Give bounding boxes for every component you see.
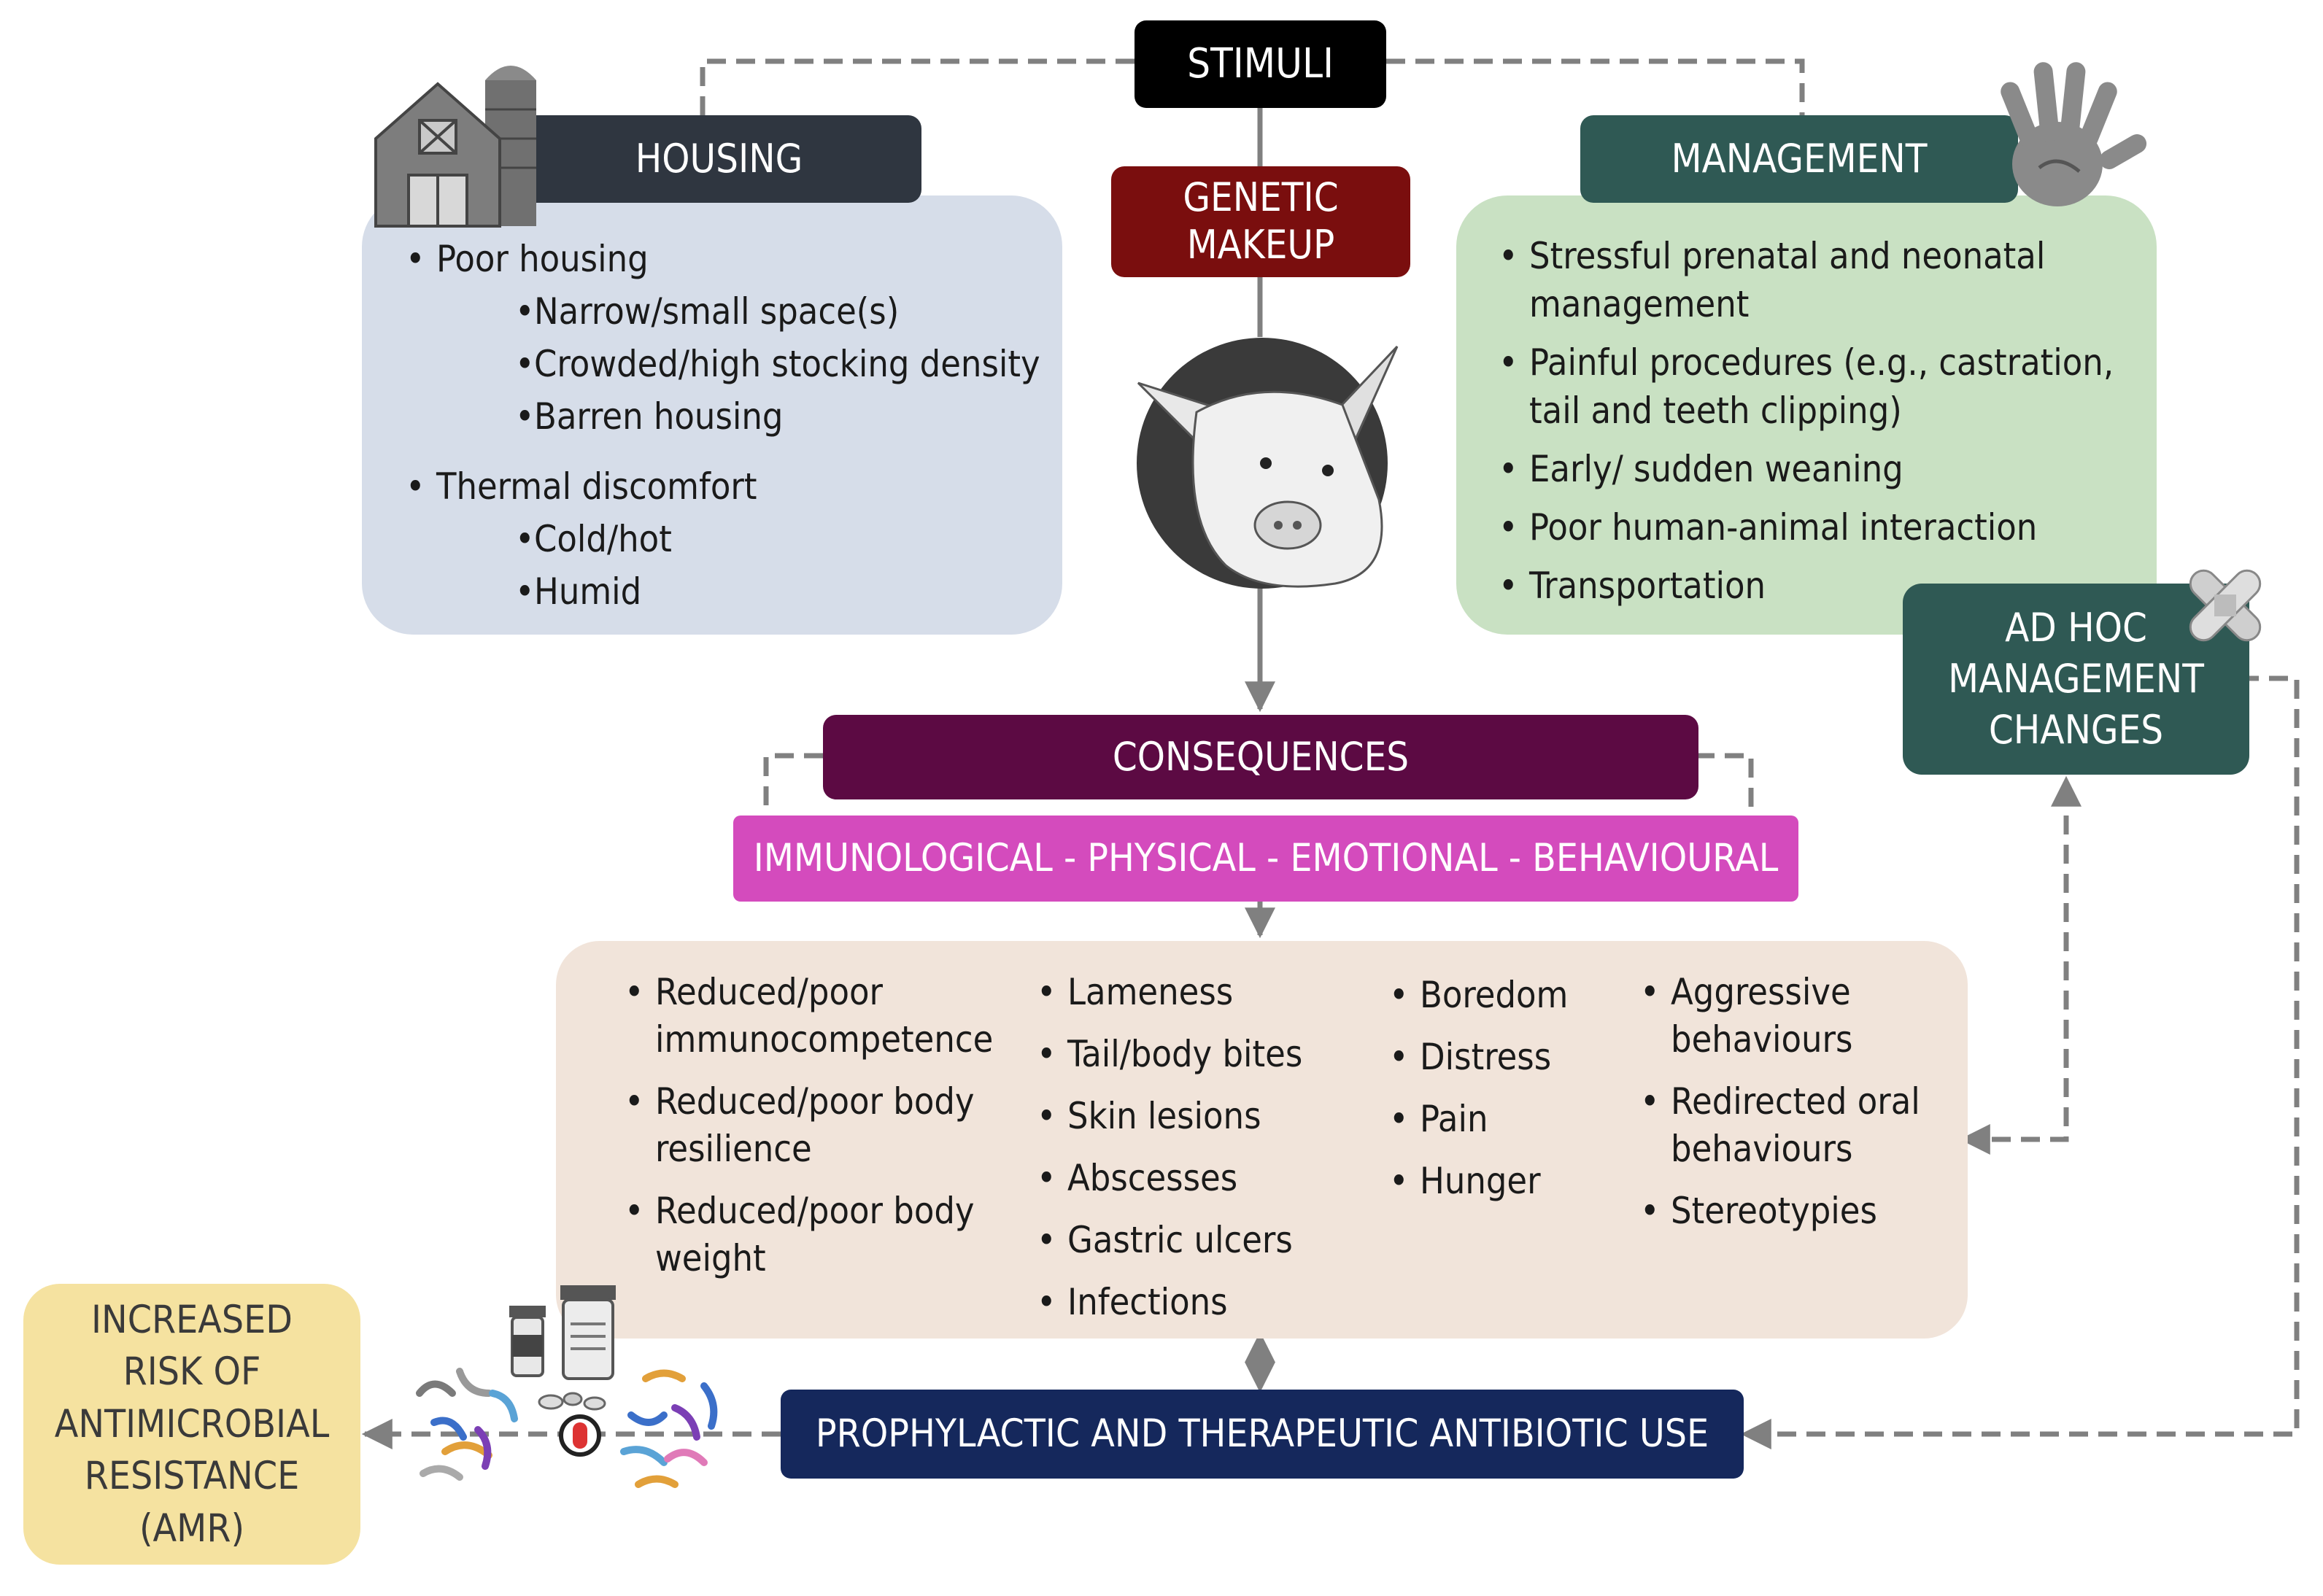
consequence-types-bar: IMMUNOLOGICAL - PHYSICAL - EMOTIONAL - B… [733,816,1798,902]
consequences-col-4: Aggressive behaviours Redirected oral be… [1637,969,1944,1235]
adhoc-line3: CHANGES [1988,707,2164,754]
housing-subitem: Humid [515,567,1040,616]
consequence-item: Hunger [1386,1158,1620,1205]
stimuli-to-housing-line [700,58,1135,115]
amr-line4: RESISTANCE [84,1454,300,1499]
amr-line2: RISK OF [123,1349,261,1395]
handprint-icon [2001,62,2147,206]
consequences-col-2: Lameness Tail/body bites Skin lesions Ab… [1034,969,1340,1326]
housing-subitem: Barren housing [515,392,1040,441]
consequence-item: Infections [1034,1279,1340,1326]
consequences-panel: Reduced/poor immunocompetence Reduced/po… [556,941,1968,1339]
consequence-item: Pain [1386,1096,1620,1143]
barn-icon [374,66,536,228]
amr-line3: ANTIMICROBIAL [54,1401,330,1446]
amr-line1: INCREASED [91,1297,293,1342]
consequences-title: CONSEQUENCES [1112,733,1410,780]
stimuli-box: STIMULI [1135,20,1386,108]
housing-subitem: Cold/hot [515,515,1040,563]
bandage-icon [2189,569,2262,642]
management-item: Transportation [1496,562,2116,610]
consequences-right-bracket [1696,753,1754,816]
amr-line5: (AMR) [139,1506,245,1551]
consequence-item: Gastric ulcers [1034,1217,1340,1264]
antibiotic-use-bar: PROPHYLACTIC AND THERAPEUTIC ANTIBIOTIC … [781,1390,1744,1479]
adhoc-line2: MANAGEMENT [1948,655,2204,702]
adhoc-line1: AD HOC [2005,604,2147,651]
consequences-header: CONSEQUENCES [823,715,1698,799]
consequence-item: Redirected oral behaviours [1637,1078,1944,1173]
adhoc-management-box: AD HOC MANAGEMENT CHANGES [1903,584,2249,775]
housing-subitem: Narrow/small space(s) [515,287,1040,336]
housing-item: Poor housing Narrow/small space(s) Crowd… [403,235,1040,441]
stimuli-to-management-line [1386,58,1805,115]
housing-panel: Poor housing Narrow/small space(s) Crowd… [362,195,1062,635]
consequences-col-3: Boredom Distress Pain Hunger [1386,972,1620,1205]
medicine-bottles-icon [509,1285,616,1380]
management-item: Stressful prenatal and neonatal manageme… [1496,232,2116,328]
bacteria-icon [416,1368,718,1488]
consequence-item: Stereotypies [1637,1188,1944,1235]
antibiotic-use-label: PROPHYLACTIC AND THERAPEUTIC ANTIBIOTIC … [815,1411,1709,1456]
adhoc-to-antibiotic-line [1740,675,2300,1449]
consequence-item: Reduced/poor body resilience [622,1078,994,1173]
consequence-item: Tail/body bites [1034,1031,1340,1078]
consequence-item: Lameness [1034,969,1340,1016]
consequences-left-bracket [763,753,823,816]
consequence-item: Reduced/poor immunocompetence [622,969,994,1064]
housing-subitem: Crowded/high stocking density [515,340,1040,388]
management-panel: Stressful prenatal and neonatal manageme… [1456,195,2157,635]
management-title: MANAGEMENT [1671,135,1928,182]
stimuli-label: STIMULI [1187,39,1334,88]
management-item: Painful procedures (e.g., castration, ta… [1496,338,2116,435]
genetic-line2: MAKEUP [1186,222,1335,268]
housing-item: Thermal discomfort Cold/hot Humid [403,462,1040,616]
pig-head-icon [1137,338,1399,589]
housing-list: Poor housing Narrow/small space(s) Crowd… [403,235,1040,620]
consequence-item: Boredom [1386,972,1620,1019]
consequence-item: Abscesses [1034,1155,1340,1202]
consequence-item: Reduced/poor body weight [622,1188,994,1282]
consequence-item: Aggressive behaviours [1637,969,1944,1064]
genetic-makeup-box: GENETIC MAKEUP [1111,166,1410,277]
housing-header: HOUSING [517,115,921,203]
consequences-to-adhoc-line [1959,775,2082,1155]
management-list: Stressful prenatal and neonatal manageme… [1496,232,2116,610]
consequence-types-label: IMMUNOLOGICAL - PHYSICAL - EMOTIONAL - B… [753,835,1779,880]
consequence-item: Distress [1386,1034,1620,1081]
consequence-item: Skin lesions [1034,1093,1340,1140]
management-header: MANAGEMENT [1580,115,2018,203]
genetic-line1: GENETIC [1183,174,1339,221]
management-item: Poor human-animal interaction [1496,503,2116,551]
management-item: Early/ sudden weaning [1496,445,2116,493]
housing-title: HOUSING [635,135,803,182]
amr-box: INCREASED RISK OF ANTIMICROBIAL RESISTAN… [23,1284,360,1565]
consequences-col-1: Reduced/poor immunocompetence Reduced/po… [622,969,994,1282]
